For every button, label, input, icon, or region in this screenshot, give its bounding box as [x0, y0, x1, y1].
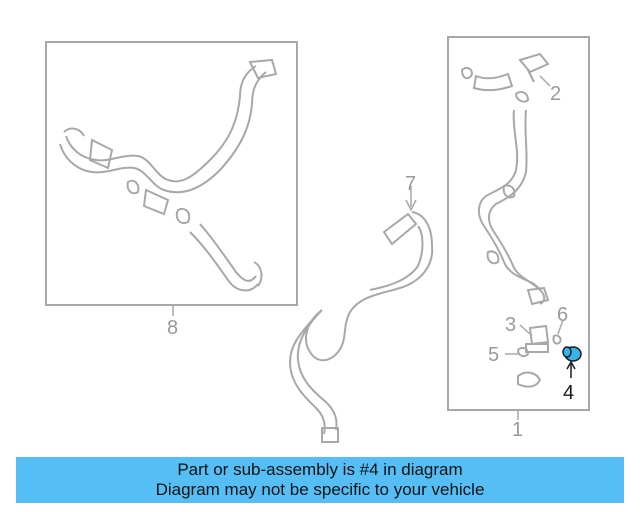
small-parts: [516, 324, 562, 388]
callout-2[interactable]: 2: [550, 83, 561, 105]
banner-line-2: Diagram may not be specific to your vehi…: [155, 480, 485, 499]
callout-8[interactable]: 8: [167, 317, 178, 339]
callout-arrow-4: [566, 360, 576, 378]
callout-3[interactable]: 3: [505, 314, 516, 336]
callout-6[interactable]: 6: [557, 304, 568, 326]
info-banner: Part or sub-assembly is #4 in diagram Di…: [16, 457, 624, 503]
callout-7[interactable]: 7: [405, 173, 416, 195]
hose-7: [288, 211, 434, 443]
callout-leaders: [405, 75, 564, 355]
callout-5[interactable]: 5: [488, 344, 499, 366]
hose-assembly-1: [460, 52, 550, 306]
callout-4[interactable]: 4: [563, 382, 574, 404]
banner-line-1: Part or sub-assembly is #4 in diagram: [177, 460, 463, 479]
callout-1[interactable]: 1: [512, 419, 523, 441]
part-4-highlighted[interactable]: [562, 346, 582, 362]
hose-assembly-8: [59, 58, 278, 292]
